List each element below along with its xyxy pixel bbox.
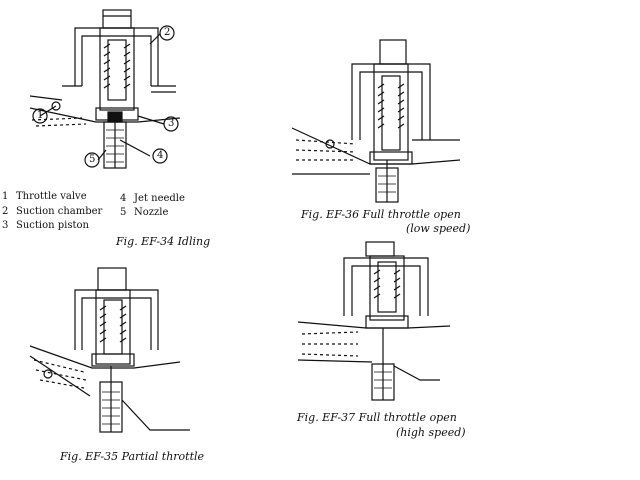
legend-label: Suction piston: [16, 220, 89, 231]
caption-ef37-line1: Fig. EF-37 Full throttle open: [297, 411, 457, 424]
caption-ef37-line2: (high speed): [396, 426, 466, 439]
legend-item-2: 2 Suction chamber: [2, 206, 102, 218]
legend-item-4: 4 Jet needle: [120, 193, 185, 205]
caption-ef36-line1: Fig. EF-36 Full throttle open: [301, 208, 461, 221]
callout-3: 3: [168, 118, 175, 129]
legend-item-1: 1 Throttle valve: [2, 191, 87, 203]
fig-ef35-drawing: [29, 267, 190, 433]
caption-ef34: Fig. EF-34 Idling: [116, 235, 211, 248]
fig-ef34-drawing: [29, 9, 181, 169]
legend-num: 5: [120, 207, 127, 218]
caption-ef35: Fig. EF-35 Partial throttle: [60, 450, 205, 463]
callout-1: 1: [37, 110, 44, 121]
callout-4: 4: [157, 150, 164, 161]
callout-2: 2: [164, 27, 171, 38]
legend-num: 2: [2, 206, 9, 217]
fig-ef37-drawing: [297, 241, 451, 401]
legend-label: Jet needle: [134, 193, 185, 204]
legend-num: 1: [2, 191, 9, 202]
fig-ef36-drawing: [291, 39, 461, 203]
legend-label: Suction chamber: [16, 206, 103, 217]
callout-5: 5: [89, 154, 96, 165]
legend-num: 3: [2, 220, 9, 231]
legend-num: 4: [120, 193, 127, 204]
caption-ef36-line2: (low speed): [406, 222, 471, 235]
legend-item-5: 5 Nozzle: [120, 207, 168, 219]
legend-item-3: 3 Suction piston: [2, 220, 89, 232]
legend-label: Nozzle: [134, 207, 169, 218]
legend-label: Throttle valve: [16, 191, 87, 202]
